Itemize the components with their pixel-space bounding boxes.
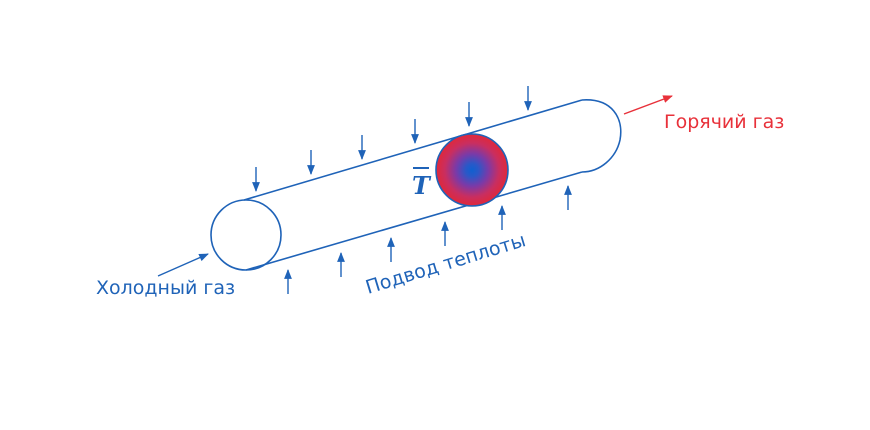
pipe-inlet-end [210,199,282,271]
hot-gas-label: Горячий газ [664,111,784,133]
heat-arrows-bottom [284,185,572,294]
pipe-bottom-edge [245,171,583,271]
pipe [210,99,622,271]
flow-arrow-icon [157,253,209,277]
hot-cross-section [435,133,509,207]
cold-gas-label: Холодный газ [96,277,235,299]
pipe-outlet-end [581,99,622,173]
pipe-top-edge [243,99,583,201]
heat-arrows-top [252,86,532,192]
flow-arrow-icon [623,95,673,115]
temperature-symbol: T [412,171,432,200]
